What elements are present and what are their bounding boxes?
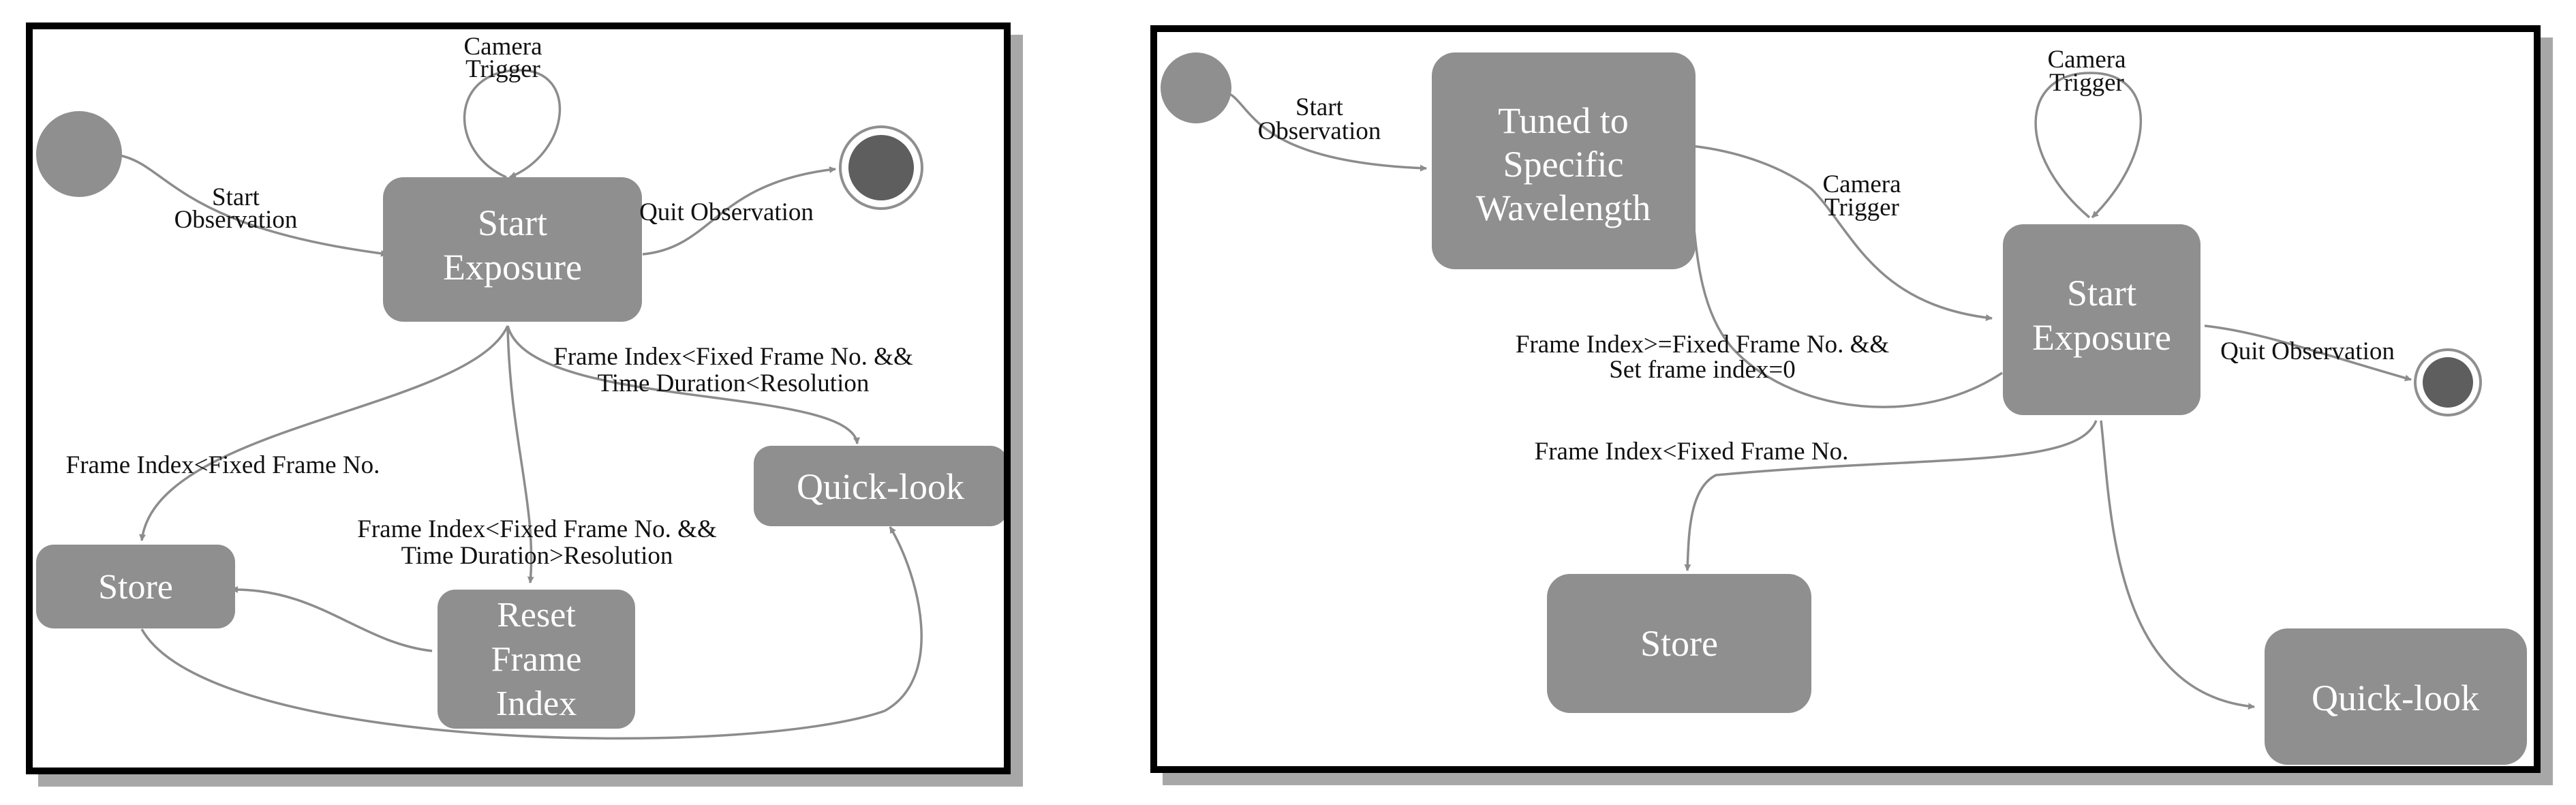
- svg-text:Quick-look: Quick-look: [797, 466, 964, 507]
- edge-reset-to-store: [231, 586, 433, 652]
- edge-to-store: [1684, 420, 2098, 571]
- state-store: Store: [36, 545, 235, 628]
- edge-start-observation: [119, 154, 388, 257]
- edge-to-reset: [506, 325, 534, 583]
- label-to-reset: Frame Index<Fixed Frame No. &&Time Durat…: [357, 515, 717, 570]
- initial-state: [36, 111, 122, 197]
- label-quit-observation: Quit Observation: [2220, 337, 2395, 365]
- edge-camera-trigger-loop: [463, 69, 562, 179]
- label-frame-index-lt: Frame Index<Fixed Frame No.: [1535, 438, 1849, 466]
- label-frame-index-ge: Frame Index>=Fixed Frame No. &&Set frame…: [1516, 331, 1890, 384]
- edge-to-store: [139, 325, 509, 541]
- svg-text:Store: Store: [98, 568, 173, 607]
- edge-start-observation: [1225, 91, 1427, 172]
- final-state-inner: [848, 135, 914, 200]
- state-quick-look: Quick-look: [2265, 628, 2527, 765]
- svg-text:Store: Store: [1640, 623, 1718, 664]
- label-to-quicklook: Frame Index<Fixed Frame No. &&Time Durat…: [553, 343, 913, 397]
- edge-store-to-quicklook: [140, 526, 923, 740]
- edge-quit-observation: [2204, 324, 2412, 382]
- svg-text:Quick-look: Quick-look: [2312, 678, 2479, 718]
- final-state-inner: [2423, 357, 2473, 408]
- edge-quit-observation: [642, 166, 836, 256]
- state-store: Store: [1547, 574, 1811, 713]
- initial-state: [1161, 52, 1231, 123]
- edge-camera-trigger-loop: [2034, 72, 2142, 219]
- edge-to-quicklook: [2100, 420, 2255, 710]
- label-quit-observation: Quit Observation: [639, 198, 814, 226]
- edge-to-quicklook: [506, 325, 860, 444]
- state-quick-look: Quick-look: [754, 446, 1004, 526]
- edge-frame-reset: [1687, 181, 2003, 408]
- label-frame-index-lt: Frame Index<Fixed Frame No.: [66, 451, 380, 479]
